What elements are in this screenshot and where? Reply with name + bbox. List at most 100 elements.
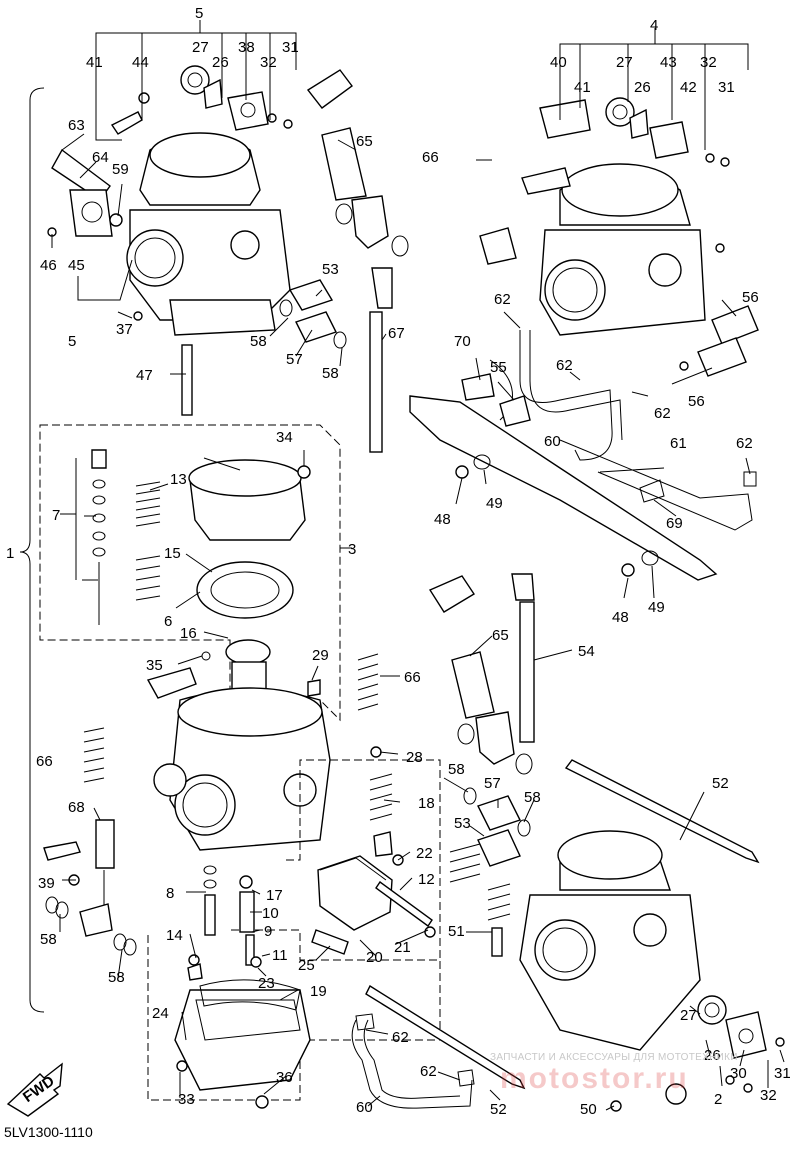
part-44-bracket: [110, 111, 143, 135]
callout-62f: 62: [420, 1063, 437, 1080]
bracket-4-top: [559, 28, 749, 70]
callout-51: 51: [448, 923, 465, 940]
leader-lines: [51, 70, 785, 1111]
callout-17: 17: [266, 887, 283, 904]
carburetor-top-right: [539, 163, 706, 336]
callout-32c: 32: [760, 1087, 777, 1104]
callout-57b: 57: [484, 775, 501, 792]
callout-58b: 58: [322, 365, 339, 382]
callout-62e: 62: [392, 1029, 409, 1046]
callout-68: 68: [68, 799, 85, 816]
callout-36: 36: [276, 1069, 293, 1086]
callout-65: 65: [356, 133, 373, 150]
callout-28: 28: [406, 749, 423, 766]
callout-2: 2: [714, 1091, 722, 1108]
callout-4: 4: [650, 17, 658, 34]
callout-67: 67: [388, 325, 405, 342]
dashed-box-3: [39, 424, 341, 722]
diaphragm-15: [196, 561, 294, 619]
callout-labels: 5 41 44 27 26 38 32 31 63 64 59 46 45 5 …: [6, 5, 791, 1118]
part-20-float: [317, 855, 393, 931]
callout-48b: 48: [612, 609, 629, 626]
callout-45: 45: [68, 257, 85, 274]
spring-13: [135, 481, 161, 601]
callout-21: 21: [394, 939, 411, 956]
callout-23: 23: [258, 975, 275, 992]
watermark-text: ЗАПЧАСТИ И АКСЕССУАРЫ ДЛЯ МОТОТЕХНИКИ: [490, 1052, 738, 1063]
callout-46: 46: [40, 257, 57, 274]
callout-11: 11: [272, 947, 288, 964]
callout-5b: 5: [68, 333, 76, 350]
callout-62: 62: [494, 291, 511, 308]
callout-16: 16: [180, 625, 197, 642]
callout-64: 64: [92, 149, 109, 166]
callout-33: 33: [178, 1091, 195, 1108]
callout-15: 15: [164, 545, 181, 562]
callout-69: 69: [666, 515, 683, 532]
callout-48: 48: [434, 511, 451, 528]
callout-41: 41: [86, 54, 103, 71]
callout-41b: 41: [574, 79, 591, 96]
callout-62b: 62: [556, 357, 573, 374]
bracket-69: [409, 395, 718, 581]
callout-22: 22: [416, 845, 433, 862]
callout-61: 61: [670, 435, 687, 452]
callout-26: 26: [212, 54, 229, 71]
callout-43: 43: [660, 54, 677, 71]
callout-56b: 56: [688, 393, 705, 410]
callout-1: 1: [6, 545, 14, 562]
callout-18: 18: [418, 795, 435, 812]
carburetor-top-left: [126, 132, 291, 416]
callout-49: 49: [486, 495, 503, 512]
callout-19: 19: [310, 983, 327, 1000]
callout-58: 58: [250, 333, 267, 350]
callout-58f: 58: [108, 969, 125, 986]
callout-66c: 66: [36, 753, 53, 770]
callout-6: 6: [164, 613, 172, 630]
callout-42: 42: [680, 79, 697, 96]
callout-50: 50: [580, 1101, 597, 1118]
callout-7: 7: [52, 507, 60, 524]
needle-7: [91, 449, 107, 469]
callout-60: 60: [544, 433, 561, 450]
fwd-arrow-icon: FWD: [6, 1062, 63, 1117]
callout-44: 44: [132, 54, 149, 71]
callout-40: 40: [550, 54, 567, 71]
callout-29: 29: [312, 647, 329, 664]
callout-9: 9: [264, 923, 272, 940]
spring-66-mid: [357, 653, 379, 711]
callout-62d: 62: [736, 435, 753, 452]
callout-39: 39: [38, 875, 55, 892]
callout-66b: 66: [404, 669, 421, 686]
callout-5: 5: [195, 5, 203, 22]
callout-25: 25: [298, 957, 315, 974]
callout-32: 32: [260, 54, 277, 71]
callout-38: 38: [238, 39, 255, 56]
callout-13: 13: [170, 471, 187, 488]
callout-24: 24: [152, 1005, 169, 1022]
carburetor-bottom-right: [519, 830, 701, 1051]
callout-56: 56: [742, 289, 759, 306]
callout-20: 20: [366, 949, 383, 966]
callout-47: 47: [136, 367, 153, 384]
callout-27: 27: [192, 39, 209, 56]
callout-66: 66: [422, 149, 439, 166]
watermark-logo: motostor.ru: [500, 1062, 689, 1095]
callout-8: 8: [166, 885, 174, 902]
callout-14: 14: [166, 927, 183, 944]
callout-57: 57: [286, 351, 303, 368]
callout-52b: 52: [490, 1101, 507, 1118]
callout-32b: 32: [700, 54, 717, 71]
callout-37: 37: [116, 321, 133, 338]
callout-26b: 26: [634, 79, 651, 96]
callout-53: 53: [322, 261, 339, 278]
bracket-5-top: [95, 20, 297, 70]
callout-60b: 60: [356, 1099, 373, 1116]
callout-31b: 31: [718, 79, 735, 96]
callout-62c: 62: [654, 405, 671, 422]
callout-58c: 58: [448, 761, 465, 778]
callout-26c: 26: [704, 1047, 721, 1064]
callout-31: 31: [282, 39, 299, 56]
